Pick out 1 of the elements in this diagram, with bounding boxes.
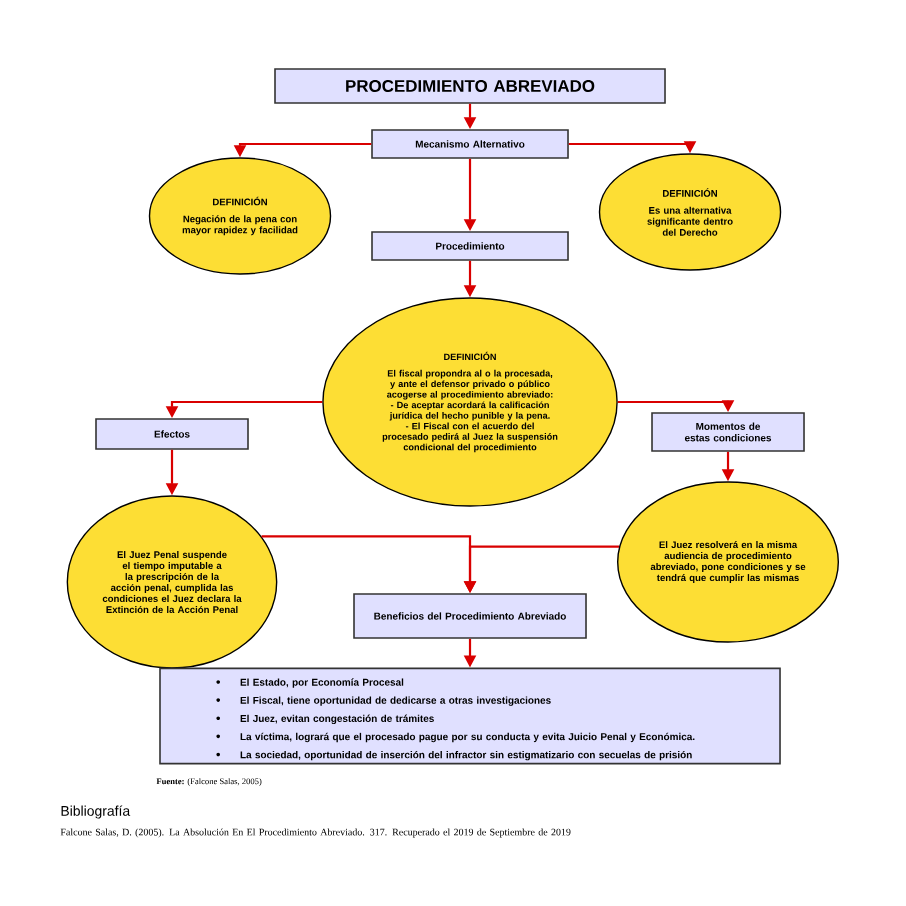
title-box: PROCEDIMIENTO ABREVIADO: [274, 68, 666, 104]
